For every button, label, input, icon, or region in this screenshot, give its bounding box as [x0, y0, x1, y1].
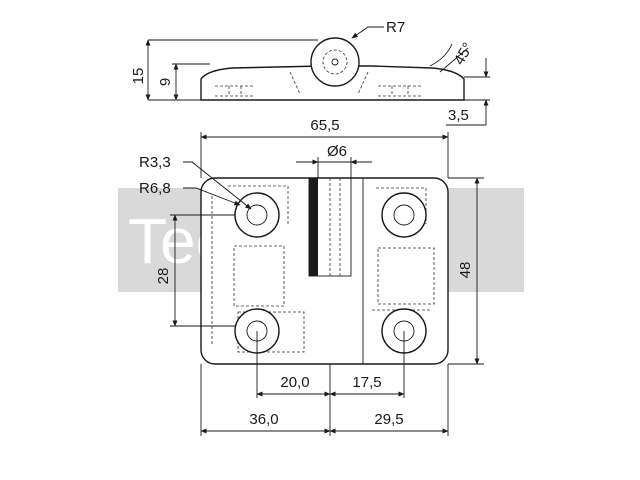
ext-bottom [200, 364, 449, 436]
angle-arc [429, 43, 453, 67]
top-view: 65,5 Ø6 R3,3 R6,8 28 48 20,0 17,5 36,0 2… [139, 117, 484, 436]
mounting-hole-top-left [234, 192, 280, 238]
pin-hole-hidden [322, 49, 348, 75]
dim-total-height: 15 [130, 68, 147, 85]
leader-r7 [351, 26, 384, 39]
leader-r6-8 [183, 187, 241, 206]
knuckle-outline [310, 37, 360, 87]
ext-lower [256, 331, 405, 436]
side-hidden-hole-right [378, 85, 422, 97]
dim-hole-radius: R3,3 [139, 154, 171, 171]
ext-65-5 [200, 132, 449, 178]
angle-line [439, 47, 469, 73]
dim-overall-width: 65,5 [310, 117, 339, 134]
dim-radius: R7 [386, 19, 405, 36]
dim-thickness: 3,5 [448, 107, 469, 124]
hidden-pockets [211, 185, 435, 353]
pin-shadow [309, 178, 318, 276]
leader-r3-3 [183, 161, 252, 210]
dim-right-offset: 29,5 [374, 411, 403, 428]
dim-overall-height: 48 [457, 262, 474, 279]
dim-right-spacing: 17,5 [352, 374, 381, 391]
dim-left-spacing: 20,0 [280, 374, 309, 391]
dim-left-offset: 36,0 [249, 411, 278, 428]
dim-angle: 45° [451, 40, 477, 68]
dim-hole-spacing-vertical: 28 [155, 268, 172, 285]
dim-boss-radius: R6,8 [139, 180, 171, 197]
ext-28 [170, 214, 235, 327]
side-hidden-chamfer [289, 71, 369, 95]
ext-dia-6 [317, 157, 352, 178]
side-view: 15 9 R7 45° 3,5 [130, 19, 490, 126]
mounting-hole-top-right [381, 192, 427, 238]
dim-leaf-height: 9 [157, 78, 174, 86]
dim-pin-diameter: Ø6 [327, 143, 347, 160]
pin-center [331, 58, 339, 66]
